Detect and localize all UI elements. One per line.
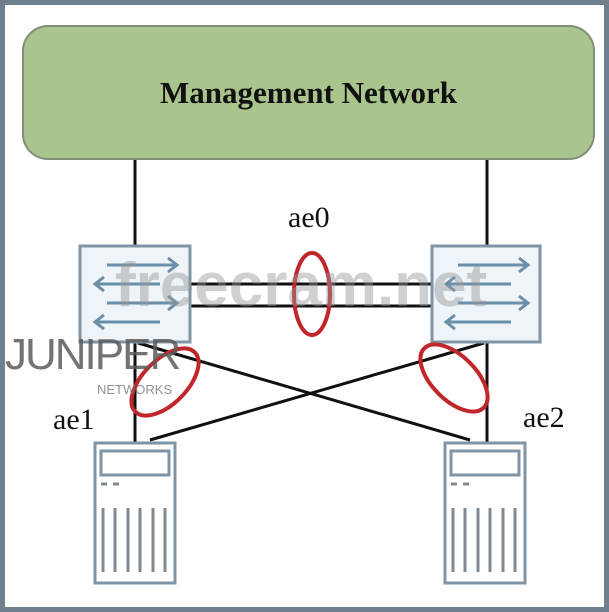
label-ae1: ae1	[53, 403, 95, 436]
link-left-switch-right-server	[137, 341, 471, 442]
lag-ae1-ellipse	[129, 346, 201, 418]
management-network-box: Management Network	[22, 25, 595, 160]
management-network-label: Management Network	[159, 74, 457, 110]
switch-arrows-icon	[443, 256, 531, 331]
switch-arrows-icon	[92, 256, 180, 331]
watermark-site: freecram.net	[115, 251, 488, 320]
topology	[78, 160, 542, 585]
lag-ae2-ellipse	[418, 342, 490, 414]
watermark-brand-sub: NETWORKS	[97, 382, 173, 397]
server-left	[93, 441, 177, 585]
label-ae0: ae0	[288, 201, 330, 234]
label-ae2: ae2	[523, 401, 565, 434]
lag-ae0-ellipse	[292, 251, 332, 337]
link-right-switch-left-server	[149, 341, 485, 442]
server-right	[443, 441, 527, 585]
watermark-brand: JUNIPER	[5, 330, 181, 379]
switch-left	[78, 244, 192, 344]
switch-right	[430, 244, 542, 344]
